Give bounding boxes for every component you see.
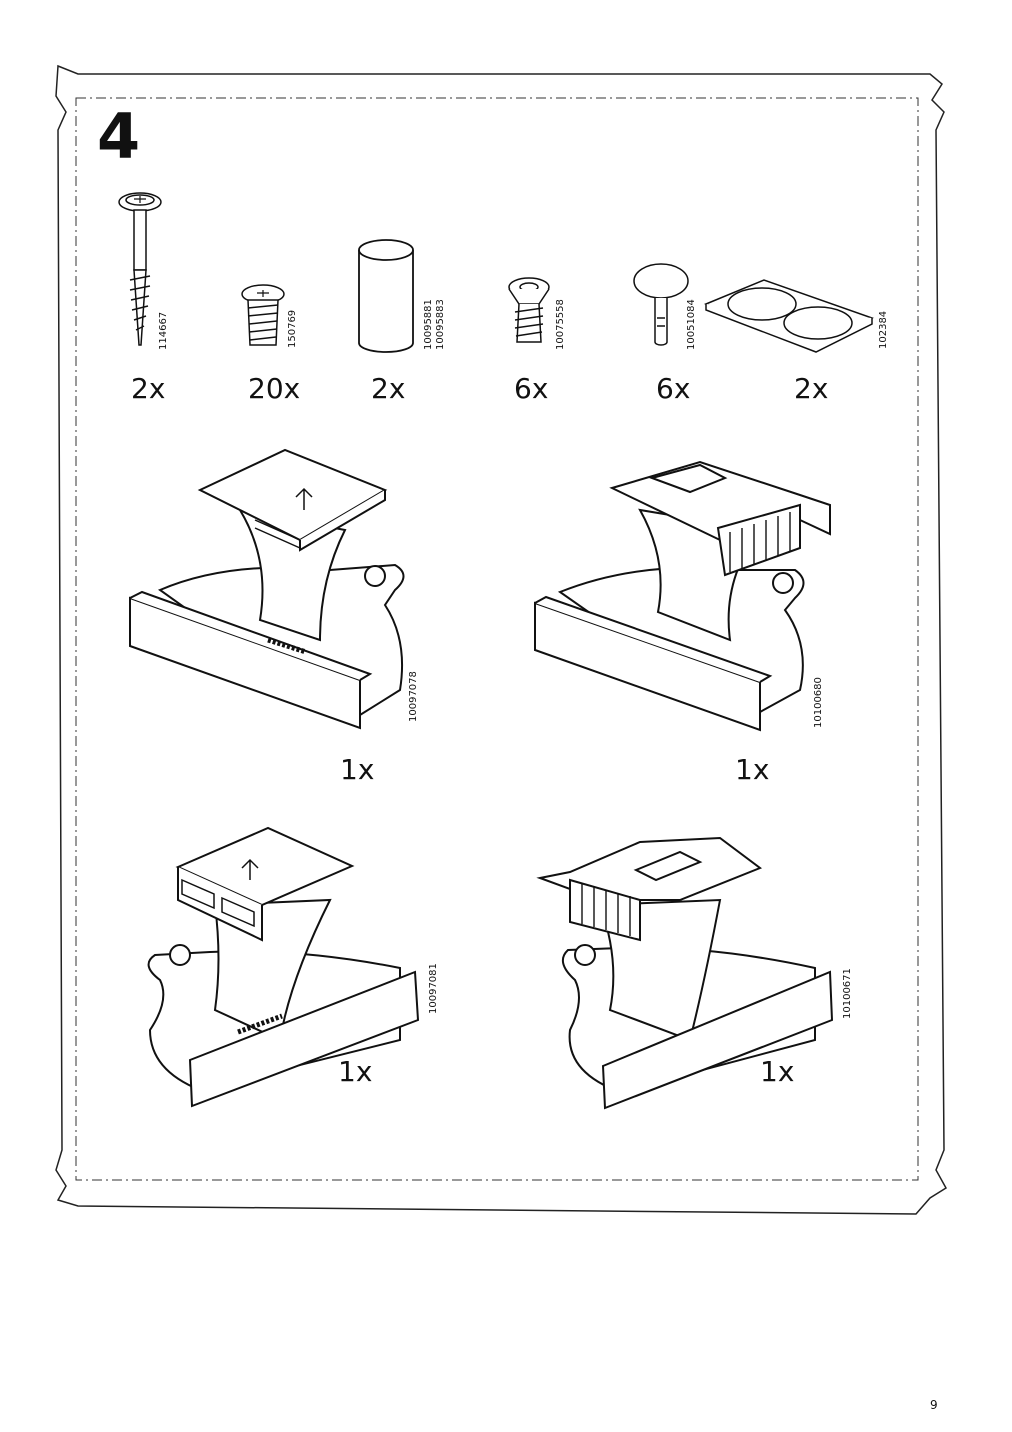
quantity-label: 1x (735, 753, 770, 786)
hinge-right-arrow-icon (147, 826, 420, 1108)
article-number: 10100680 (813, 677, 824, 728)
hinge-left-clip-icon (534, 460, 831, 732)
article-number: 114667 (158, 311, 169, 350)
article-number: 10100671 (842, 968, 853, 1019)
quantity-label: 1x (338, 1055, 373, 1088)
hinge-right-clip-icon (536, 836, 834, 1110)
quantity-label: 2x (371, 372, 406, 405)
article-number: 102384 (878, 310, 889, 349)
felt-pads-icon (703, 279, 874, 353)
hinge-left-arrow-icon (129, 448, 405, 730)
bag-frame (55, 64, 948, 1215)
shelf-pin-icon (633, 263, 689, 346)
long-wood-screw-icon (118, 192, 162, 346)
cylinder-plug-icon (358, 239, 414, 353)
page-number: 9 (930, 1398, 938, 1412)
step-number: 4 (97, 100, 141, 173)
article-number: 10051084 (686, 299, 697, 350)
euro-screw-icon (241, 284, 285, 346)
article-number: 150769 (287, 309, 298, 348)
quantity-label: 6x (656, 372, 691, 405)
quantity-label: 6x (514, 372, 549, 405)
article-number: 10097081 (428, 963, 439, 1014)
bag-seam (75, 97, 919, 1181)
quantity-label: 1x (760, 1055, 795, 1088)
countersunk-screw-icon (508, 277, 550, 343)
quantity-label: 1x (340, 753, 375, 786)
quantity-label: 2x (794, 372, 829, 405)
quantity-label: 2x (131, 372, 166, 405)
article-number: 10097078 (408, 671, 419, 722)
article-number: 10075558 (555, 299, 566, 350)
quantity-label: 20x (248, 372, 301, 405)
article-number: 10095881 10095883 (423, 299, 446, 350)
